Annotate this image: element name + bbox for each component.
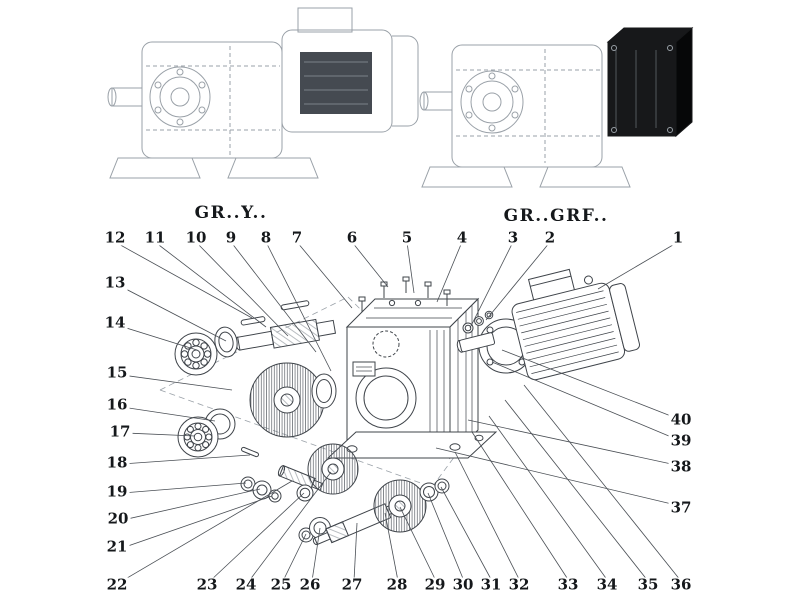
part-number-40: 40 [668, 410, 694, 429]
part-number-32: 32 [506, 575, 532, 594]
part-number-21: 21 [104, 537, 130, 556]
gear-side-ring [311, 373, 337, 409]
input-shaft-group [235, 300, 337, 351]
ball-bearing-front [174, 332, 218, 376]
black-input-flange-block [606, 26, 694, 138]
part-number-26: 26 [297, 575, 323, 594]
intermediate-gear [307, 443, 359, 495]
lifting-eyebolt [583, 275, 593, 285]
part-number-1: 1 [670, 228, 686, 247]
part-number-30: 30 [450, 575, 476, 594]
ball-bearing-lower [177, 416, 219, 458]
part-number-16: 16 [104, 395, 130, 414]
oil-seal-ring [214, 326, 238, 358]
part-number-18: 18 [104, 453, 130, 472]
output-rings [419, 478, 450, 502]
part-number-11: 11 [142, 228, 168, 247]
output-gear [373, 479, 427, 533]
part-number-38: 38 [668, 457, 694, 476]
part-number-15: 15 [104, 363, 130, 382]
part-number-3: 3 [505, 228, 521, 247]
shaft-key [280, 300, 310, 311]
part-number-29: 29 [422, 575, 448, 594]
part-number-10: 10 [183, 228, 209, 247]
part-number-28: 28 [384, 575, 410, 594]
leader-lines [114, 241, 682, 582]
part-number-35: 35 [635, 575, 661, 594]
part-number-39: 39 [668, 431, 694, 450]
motor-shaded-core [300, 52, 372, 114]
part-number-14: 14 [102, 313, 128, 332]
variant-label-gr-grf: GR..GRF.. [503, 206, 609, 226]
fan-cowl [609, 283, 641, 352]
part-number-12: 12 [102, 228, 128, 247]
part-number-13: 13 [102, 273, 128, 292]
large-helical-gear [249, 362, 325, 438]
part-number-9: 9 [223, 228, 239, 247]
part-number-31: 31 [478, 575, 504, 594]
part-number-4: 4 [454, 228, 470, 247]
input-shaft-stub [456, 332, 496, 353]
part-number-36: 36 [668, 575, 694, 594]
part-number-34: 34 [594, 575, 620, 594]
nameplate [352, 361, 376, 377]
gearmotor-drawing-gr-y [107, 7, 419, 179]
part-number-25: 25 [268, 575, 294, 594]
part-number-17: 17 [107, 422, 133, 441]
part-number-2: 2 [542, 228, 558, 247]
part-number-7: 7 [289, 228, 305, 247]
part-number-24: 24 [233, 575, 259, 594]
part-number-20: 20 [105, 509, 131, 528]
part-number-8: 8 [258, 228, 274, 247]
part-number-37: 37 [668, 498, 694, 517]
pinion-washers [240, 476, 314, 503]
part-number-27: 27 [339, 575, 365, 594]
part-number-33: 33 [555, 575, 581, 594]
base-flange [326, 431, 498, 459]
part-number-23: 23 [194, 575, 220, 594]
variant-label-gr-y: GR..Y.. [194, 203, 268, 223]
part-number-6: 6 [344, 228, 360, 247]
cover-bolts [358, 276, 451, 312]
gear-housing [326, 297, 498, 460]
exploded-view [159, 268, 641, 546]
part-number-5: 5 [399, 228, 415, 247]
pinion-key [241, 446, 259, 458]
part-number-22: 22 [104, 575, 130, 594]
part-number-19: 19 [104, 482, 130, 501]
motor [511, 268, 641, 381]
gearmotor-drawing-gr-grf [419, 26, 694, 188]
shaft-key [240, 316, 266, 326]
